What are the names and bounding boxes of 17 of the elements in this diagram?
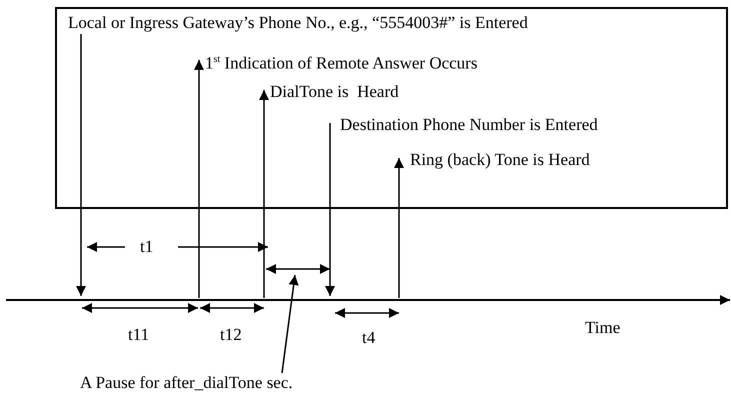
- event-marker-arrow: [394, 158, 404, 298]
- annotation-text: A Pause for after_dialTone sec.: [80, 373, 293, 393]
- timing-label: t11: [128, 325, 150, 345]
- event-marker-arrow: [194, 60, 204, 298]
- event-marker-arrow: [76, 34, 86, 296]
- event-label: Ring (back) Tone is Heard: [410, 150, 590, 170]
- event-marker-arrow: [259, 90, 269, 298]
- axis-label: Time: [585, 318, 620, 338]
- event-marker-arrow: [325, 123, 335, 296]
- timing-label: t12: [220, 325, 242, 345]
- event-label: Local or Ingress Gateway’s Phone No., e.g., “5554003#” is Entered: [68, 13, 528, 33]
- timing-label: t1: [140, 237, 154, 257]
- event-label: Destination Phone Number is Entered: [340, 115, 598, 135]
- timing-label: t4: [362, 328, 376, 348]
- leader-line: [281, 274, 299, 374]
- event-label: DialTone is Heard: [270, 82, 399, 102]
- event-label: 1$^{st}$ Indication of Remote Answer Occurs: [205, 50, 478, 74]
